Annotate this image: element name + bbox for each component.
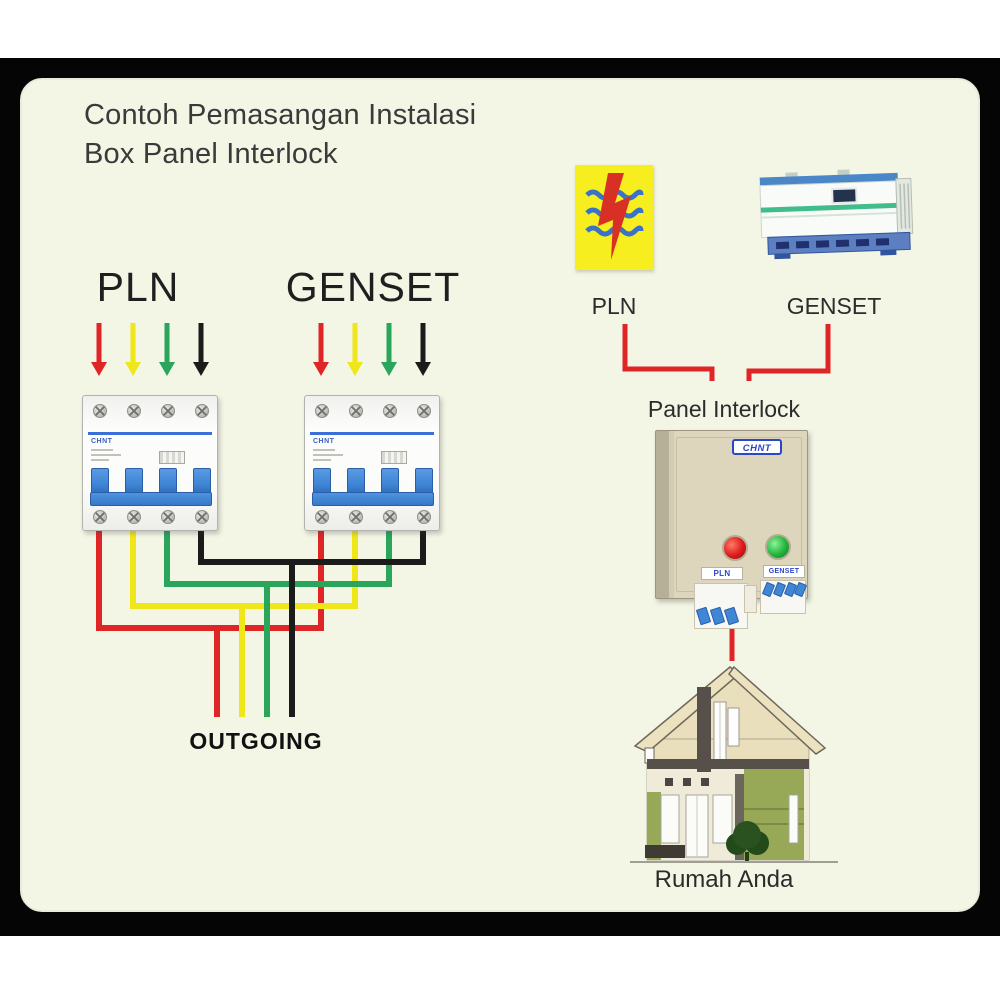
- house-caption: Rumah Anda: [654, 866, 794, 893]
- breaker-spec-mark: [91, 459, 109, 461]
- outgoing-wires: [214, 562, 295, 717]
- incoming-genset-label: GENSET: [285, 264, 461, 310]
- wire-yellow-bus: [130, 531, 358, 609]
- pln-logo: [575, 165, 653, 270]
- panel-brand-label: CHNT: [732, 439, 782, 455]
- screw-icon: [93, 510, 107, 524]
- wire-green-bus: [164, 531, 392, 587]
- panel-switch-label-pln: PLN: [701, 567, 743, 580]
- house-illustration: [617, 655, 867, 870]
- breaker-spec-mark: [91, 449, 113, 451]
- bus-wires: [96, 531, 426, 631]
- breaker-accent-line: [88, 432, 212, 435]
- page-title: Contoh Pemasangan Instalasi Box Panel In…: [84, 96, 476, 174]
- source-pln-label: PLN: [591, 293, 637, 319]
- breaker-toggle-bar: [312, 492, 434, 506]
- screw-icon: [195, 510, 209, 524]
- breaker-spec-mark: [313, 459, 331, 461]
- panel-interlock-caption: Panel Interlock: [647, 396, 801, 422]
- breaker-toggle: [125, 468, 143, 495]
- breaker-toggle: [381, 468, 399, 495]
- breaker-spec-box: [381, 451, 407, 464]
- green-indicator-light: [765, 534, 791, 560]
- breaker-toggle: [313, 468, 331, 495]
- interlock-slider: [744, 585, 757, 613]
- screw-icon: [127, 510, 141, 524]
- genset-phase-arrows: [313, 323, 431, 376]
- wire-black-bus: [198, 531, 426, 565]
- house-art: [630, 665, 838, 863]
- incoming-pln-label: PLN: [96, 264, 180, 310]
- screw-icon: [349, 404, 363, 418]
- breaker-spec-mark: [91, 454, 121, 456]
- breaker-accent-line: [310, 432, 434, 435]
- breaker-genset: CHNT: [304, 395, 440, 531]
- breaker-spec-mark: [313, 449, 335, 451]
- source-genset-label: GENSET: [786, 293, 882, 319]
- mini-toggle: [723, 606, 740, 626]
- breaker-toggle-bar: [90, 492, 212, 506]
- breaker-pln: CHNT: [82, 395, 218, 531]
- panel-breaker-genset: [760, 580, 808, 614]
- panel-switch-label-genset: GENSET: [763, 565, 805, 578]
- breaker-brand: CHNT: [313, 438, 335, 445]
- tree-icon: [726, 821, 769, 861]
- wire-red-bus: [96, 531, 324, 631]
- red-indicator-light: [722, 535, 748, 561]
- bracket-genset: [746, 324, 831, 381]
- screw-icon: [315, 404, 329, 418]
- diagram-card: Contoh Pemasangan Instalasi Box Panel In…: [20, 78, 980, 912]
- breaker-toggle: [159, 468, 177, 495]
- panel-interlock-box: CHNT PLN GENSET: [655, 430, 808, 629]
- outgoing-label: OUTGOING: [189, 728, 323, 754]
- mini-toggle: [761, 581, 776, 598]
- mini-toggle: [772, 581, 787, 598]
- genset-illustration: [755, 163, 916, 264]
- screw-icon: [349, 510, 363, 524]
- screw-icon: [127, 404, 141, 418]
- genset-art: [759, 169, 914, 260]
- screw-icon: [383, 404, 397, 418]
- screw-icon: [417, 404, 431, 418]
- breaker-spec-mark: [313, 454, 343, 456]
- screw-icon: [383, 510, 397, 524]
- breaker-toggle: [347, 468, 365, 495]
- screw-icon: [195, 404, 209, 418]
- title-line-2: Box Panel Interlock: [84, 138, 338, 170]
- pln-logo-art: [585, 173, 644, 260]
- screw-icon: [161, 510, 175, 524]
- panel-breaker-pln: [694, 583, 748, 629]
- screw-icon: [93, 404, 107, 418]
- screw-icon: [161, 404, 175, 418]
- breaker-toggle: [415, 468, 433, 495]
- breaker-spec-box: [159, 451, 185, 464]
- breaker-toggle: [91, 468, 109, 495]
- title-line-1: Contoh Pemasangan Instalasi: [84, 99, 477, 131]
- screw-icon: [315, 510, 329, 524]
- pln-phase-arrows: [91, 323, 209, 376]
- screw-icon: [417, 510, 431, 524]
- bracket-pln: [622, 324, 715, 381]
- breaker-toggle: [193, 468, 211, 495]
- breaker-brand: CHNT: [91, 438, 113, 445]
- lightning-bolt-icon: [598, 173, 631, 260]
